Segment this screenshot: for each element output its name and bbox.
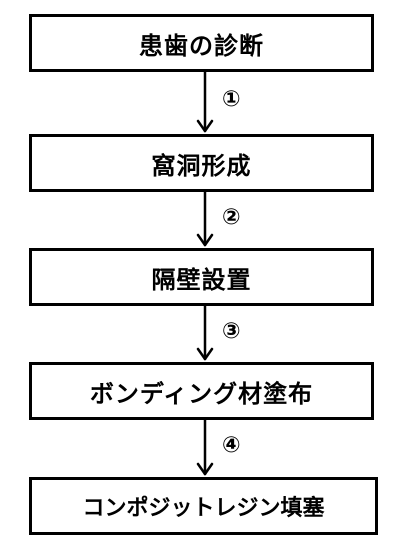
step-box-cavity-preparation: 窩洞形成 [29,134,374,192]
arrow-1-head [196,119,214,133]
transition-number-4: ④ [222,433,241,458]
transition-number-3: ③ [222,319,241,344]
step-box-composite-filling: コンポジットレジン填塞 [29,477,378,535]
arrow-4-head [196,462,214,476]
step-label: 窩洞形成 [151,151,252,180]
step-label: コンポジットレジン填塞 [82,496,325,521]
step-box-bonding-application: ボンディング材塗布 [29,362,374,420]
arrow-2-head [196,233,214,247]
arrow-3-head [196,347,214,361]
step-label: ボンディング材塗布 [89,379,314,408]
transition-number-1: ① [222,87,241,112]
step-label: 隔壁設置 [151,265,252,294]
step-box-matrix-placement: 隔壁設置 [29,248,374,306]
transition-number-2: ② [222,205,241,230]
step-label: 患歯の診断 [139,31,264,60]
step-box-diagnosis: 患歯の診断 [29,14,374,72]
